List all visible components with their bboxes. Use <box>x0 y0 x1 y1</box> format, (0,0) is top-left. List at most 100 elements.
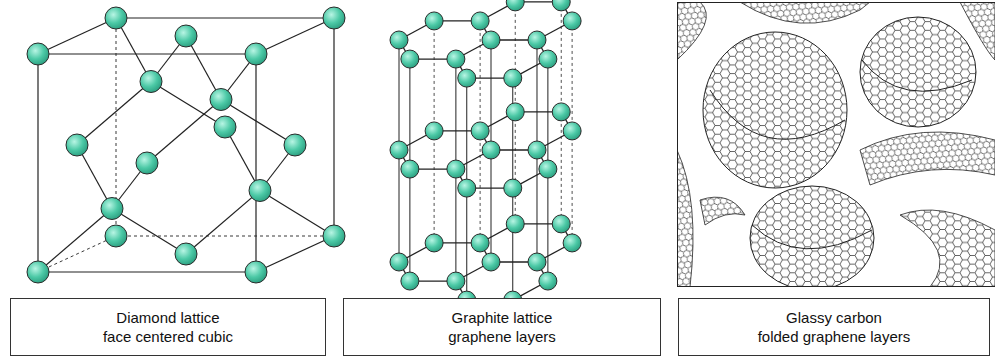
cube-edge <box>38 271 256 272</box>
carbon-atom <box>563 12 581 30</box>
carbon-atom <box>482 253 500 271</box>
cube-edge <box>38 236 116 272</box>
graphene-fragment <box>700 197 745 225</box>
carbon-atom <box>66 134 88 156</box>
carbon-atom <box>390 253 408 271</box>
carbon-atom <box>323 225 345 247</box>
carbon-atom <box>245 261 267 283</box>
graphene-fragment <box>860 132 995 185</box>
interlayer-line <box>409 59 410 169</box>
graphene-fragment <box>900 210 995 287</box>
interlayer-line <box>515 112 516 224</box>
folded-graphene-shell <box>703 32 847 188</box>
interlayer-line <box>536 150 537 262</box>
carbon-atom <box>140 71 162 93</box>
caption-subtitle: face centered cubic <box>103 327 233 346</box>
carbon-atom <box>105 225 127 247</box>
carbon-atom <box>447 160 465 178</box>
cube-edge <box>256 18 334 54</box>
bond <box>186 191 260 255</box>
interlayer-line <box>536 40 537 150</box>
carbon-atom <box>471 122 489 140</box>
carbon-atom <box>482 31 500 49</box>
interlayer-line <box>480 21 481 131</box>
carbon-atom <box>284 134 306 156</box>
interlayer-line <box>491 150 492 262</box>
carbon-atom <box>539 160 557 178</box>
graphene-fragment <box>677 150 693 287</box>
carbon-atom <box>539 50 557 68</box>
graphene-fragment <box>740 2 870 23</box>
carbon-atom <box>245 43 267 65</box>
carbon-atom <box>506 0 524 11</box>
carbon-atom <box>552 103 570 121</box>
carbon-atom <box>504 179 522 197</box>
caption-box: Glassy carbonfolded graphene layers <box>678 298 990 356</box>
carbon-atom <box>528 31 546 49</box>
caption-subtitle: folded graphene layers <box>758 327 911 346</box>
interlayer-line <box>572 21 573 131</box>
interlayer-line <box>547 59 548 169</box>
carbon-atom <box>105 7 127 29</box>
interlayer-line <box>399 40 400 150</box>
carbon-atom <box>249 180 271 202</box>
carbon-atom <box>471 234 489 252</box>
folded-graphene-shell <box>750 186 874 287</box>
carbon-atom <box>401 272 419 290</box>
carbon-atom <box>136 152 158 174</box>
cube-edge <box>255 54 256 272</box>
interlayer-line <box>480 131 481 243</box>
interlayer-line <box>455 59 456 169</box>
carbon-atom <box>471 12 489 30</box>
interlayer-line <box>399 150 400 262</box>
diamond-lattice <box>27 7 345 283</box>
folded-graphene-shell <box>860 17 976 127</box>
interlayer-line <box>434 21 435 131</box>
glassy-carbon <box>677 2 995 287</box>
carbon-atom <box>506 103 524 121</box>
carbon-atom <box>447 50 465 68</box>
carbon-atom <box>175 243 197 265</box>
carbon-atom <box>447 272 465 290</box>
graphene-fragment <box>677 2 706 60</box>
interlayer-line <box>491 40 492 150</box>
interlayer-line <box>409 169 410 281</box>
carbon-atom <box>563 122 581 140</box>
carbon-atom <box>528 253 546 271</box>
panel-border <box>678 3 995 287</box>
interlayer-line <box>572 131 573 243</box>
bond <box>147 100 221 164</box>
caption-subtitle: graphene layers <box>448 327 556 346</box>
caption-box: Diamond latticeface centered cubic <box>10 298 326 356</box>
caption-title: Diamond lattice <box>116 308 219 327</box>
carbon-atom <box>552 215 570 233</box>
bond <box>77 82 151 146</box>
carbon-atom <box>482 141 500 159</box>
interlayer-line <box>466 188 467 300</box>
carbon-atom <box>425 122 443 140</box>
cube-edge <box>38 53 256 54</box>
carbon-atom <box>425 12 443 30</box>
caption-title: Graphite lattice <box>452 308 553 327</box>
cube-edge <box>116 17 334 18</box>
fold-edge <box>752 225 872 249</box>
cube-edge <box>116 236 334 237</box>
cube-edge <box>256 236 334 272</box>
carbon-atom <box>563 234 581 252</box>
carbon-atom <box>506 215 524 233</box>
interlayer-line <box>434 131 435 243</box>
caption-title: Glassy carbon <box>786 308 882 327</box>
bond <box>38 209 112 273</box>
interlayer-line <box>455 169 456 281</box>
carbon-atom <box>539 272 557 290</box>
graphite-lattice <box>390 0 581 309</box>
carbon-atom <box>27 43 49 65</box>
carbon-atom <box>323 7 345 29</box>
carbon-atom <box>552 0 570 11</box>
carbon-atom <box>458 179 476 197</box>
carbon-atom <box>175 25 197 47</box>
fold-edge <box>862 60 972 91</box>
cube-edge <box>333 18 334 236</box>
carbon-atom <box>401 160 419 178</box>
fold-edge <box>710 90 845 139</box>
